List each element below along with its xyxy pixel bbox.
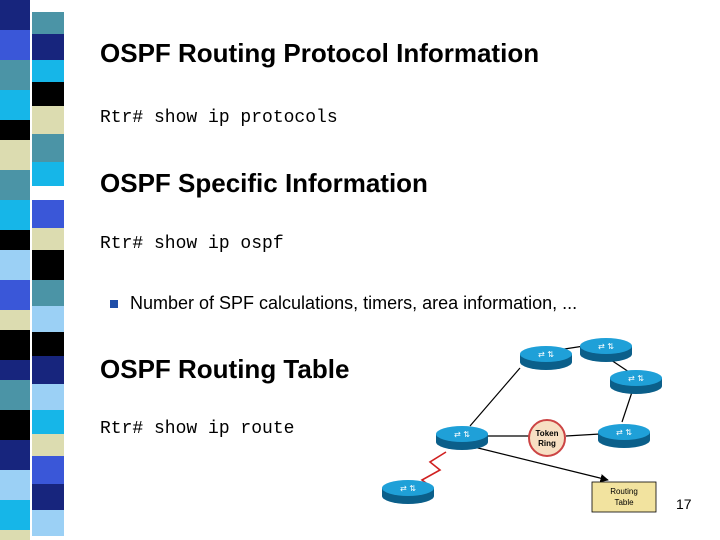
stripe-block [32, 384, 64, 410]
stripe-block [0, 500, 30, 530]
stripe-block [32, 12, 64, 34]
stripe-block [0, 0, 30, 30]
stripe-block [0, 90, 30, 120]
stripe-block [32, 306, 64, 332]
stripe-block [32, 60, 64, 82]
bullet-item: Number of SPF calculations, timers, area… [110, 293, 577, 314]
stripe-block [0, 250, 30, 280]
square-bullet-icon [110, 299, 118, 308]
stripe-block [0, 330, 30, 360]
router-icon: ⇄ ⇅ [580, 338, 632, 362]
section-heading-routing-table: OSPF Routing Table [100, 354, 350, 384]
stripe-block [32, 456, 64, 484]
stripe-block [0, 310, 30, 330]
routing-table-label: Routing [610, 487, 638, 496]
router-icon: ⇄ ⇅ [436, 426, 488, 450]
svg-text:⇄ ⇅: ⇄ ⇅ [538, 350, 554, 359]
stripe-block [0, 530, 30, 540]
stripe-block [0, 140, 30, 170]
stripe-block [32, 34, 64, 60]
stripe-block [32, 434, 64, 456]
stripe-block [32, 510, 64, 536]
command-show-ip-protocols: Rtr# show ip protocols [100, 108, 338, 128]
stripe-block [0, 230, 30, 250]
stripe-block [32, 356, 64, 384]
stripe-block [32, 162, 64, 186]
command-show-ip-ospf: Rtr# show ip ospf [100, 234, 284, 254]
svg-text:⇄ ⇅: ⇄ ⇅ [598, 342, 614, 351]
stripe-block [32, 0, 64, 12]
stripe-block [0, 440, 30, 470]
stripe-block [0, 380, 30, 410]
stripe-block [0, 410, 30, 440]
token-ring-icon: Token Ring [528, 419, 566, 457]
stripe-block [0, 470, 30, 500]
stripe-block [32, 250, 64, 280]
stripe-block [0, 280, 30, 310]
router-icon: ⇄ ⇅ [520, 346, 572, 370]
stripe-block [32, 280, 64, 306]
svg-text:⇄ ⇅: ⇄ ⇅ [454, 430, 470, 439]
stripe-block [32, 200, 64, 228]
page-number: 17 [676, 496, 692, 512]
router-icon: ⇄ ⇅ [598, 424, 650, 448]
stripe-block [32, 410, 64, 434]
stripe-block [32, 106, 64, 134]
stripe-block [0, 60, 30, 90]
stripe-block [0, 200, 30, 230]
stripe-block [32, 228, 64, 250]
stripe-block [32, 134, 64, 162]
svg-text:⇄ ⇅: ⇄ ⇅ [400, 484, 416, 493]
section-heading-protocol-info: OSPF Routing Protocol Information [100, 38, 540, 68]
stripe-block [0, 170, 30, 200]
routing-table-box: Routing Table [591, 481, 657, 513]
stripe-block [32, 332, 64, 356]
svg-text:⇄ ⇅: ⇄ ⇅ [616, 428, 632, 437]
stripe-block [0, 30, 30, 60]
router-icon: ⇄ ⇅ [610, 370, 662, 394]
stripe-block [32, 82, 64, 106]
bullet-text: Number of SPF calculations, timers, area… [130, 293, 578, 313]
decorative-stripe-bar [0, 0, 64, 540]
stripe-block [32, 186, 64, 200]
stripe-block [0, 120, 30, 140]
ring-label: Ring [538, 439, 556, 448]
router-icon: ⇄ ⇅ [382, 480, 434, 504]
network-diagram: ⇄ ⇅ ⇄ ⇅ ⇄ ⇅ ⇄ ⇅ ⇄ ⇅ ⇄ ⇅ Token Ring [382, 338, 662, 513]
ring-label: Token [536, 429, 559, 438]
routing-table-label: Table [614, 498, 634, 507]
svg-text:⇄ ⇅: ⇄ ⇅ [628, 374, 644, 383]
stripe-block [0, 360, 30, 380]
section-heading-specific-info: OSPF Specific Information [100, 168, 428, 198]
stripe-block [32, 484, 64, 510]
command-show-ip-route: Rtr# show ip route [100, 419, 295, 439]
